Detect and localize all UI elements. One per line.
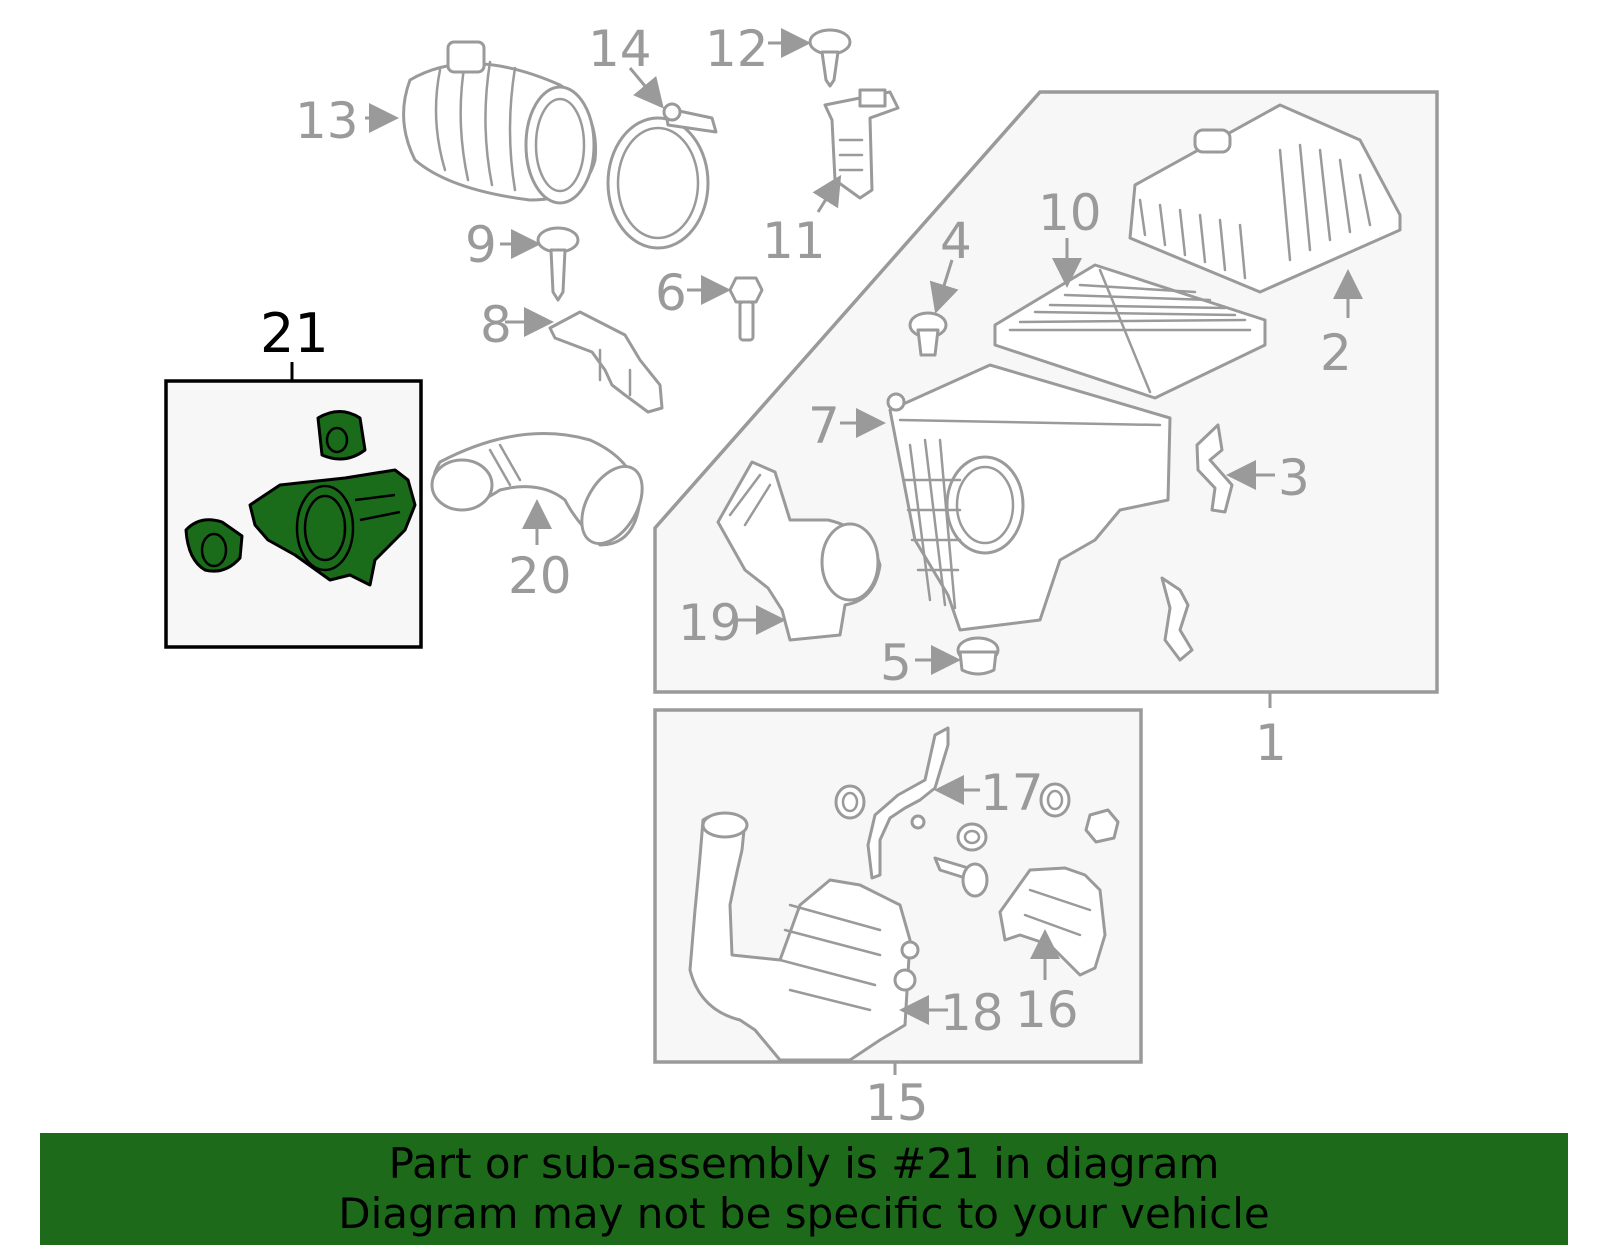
callout-13: 13: [295, 92, 359, 150]
callout-3: 3: [1278, 449, 1310, 507]
part-7-air-box-housing[interactable]: [886, 363, 1172, 632]
part-13-intake-hose[interactable]: [402, 40, 598, 205]
part-16-bracket[interactable]: [998, 866, 1107, 977]
callout-11: 11: [762, 212, 826, 270]
callout-12: 12: [705, 20, 769, 78]
callout-18: 18: [940, 984, 1004, 1042]
part-4-grommet[interactable]: [908, 311, 948, 357]
callout-17: 17: [980, 764, 1044, 822]
part-19-air-duct[interactable]: [716, 460, 882, 642]
part-14-hose-clamp[interactable]: [606, 102, 718, 250]
part-17-bracket[interactable]: [834, 726, 950, 880]
part-3-clip[interactable]: [1195, 423, 1234, 514]
callout-21: 21: [260, 302, 329, 365]
part-9-bolt[interactable]: [536, 226, 580, 302]
notice-line-2: Diagram may not be specific to your vehi…: [338, 1189, 1270, 1238]
callout-6: 6: [655, 264, 687, 322]
part-5-grommet[interactable]: [956, 636, 1000, 676]
callout-16: 16: [1015, 981, 1079, 1039]
part-10-air-filter[interactable]: [993, 263, 1267, 400]
callout-9: 9: [465, 216, 497, 274]
callout-19: 19: [678, 594, 742, 652]
callout-4: 4: [940, 212, 972, 270]
callout-20: 20: [508, 547, 572, 605]
part-21-resonator-assembly[interactable]: [184, 410, 417, 587]
part-2-air-box-cover[interactable]: [1128, 103, 1402, 294]
part-3-clip-lower[interactable]: [1160, 576, 1194, 662]
callout-14: 14: [588, 20, 652, 78]
notice-line-1: Part or sub-assembly is #21 in diagram: [388, 1139, 1220, 1188]
callout-10: 10: [1038, 184, 1102, 242]
callout-5: 5: [880, 634, 912, 692]
part-11-airflow-sensor[interactable]: [823, 88, 900, 200]
part-8-bracket[interactable]: [548, 310, 664, 414]
part-18-resonator[interactable]: [688, 811, 920, 1062]
part-20-intake-duct[interactable]: [430, 432, 655, 554]
callout-8: 8: [480, 296, 512, 354]
callout-7: 7: [808, 397, 840, 455]
callout-15: 15: [865, 1074, 929, 1132]
part-12-screw[interactable]: [808, 28, 852, 88]
notice-banner: Part or sub-assembly is #21 in diagram D…: [40, 1133, 1568, 1245]
callout-1: 1: [1255, 714, 1287, 772]
part-17-hardware[interactable]: [933, 782, 1120, 898]
callout-2: 2: [1320, 324, 1352, 382]
part-6-bolt[interactable]: [728, 276, 764, 342]
